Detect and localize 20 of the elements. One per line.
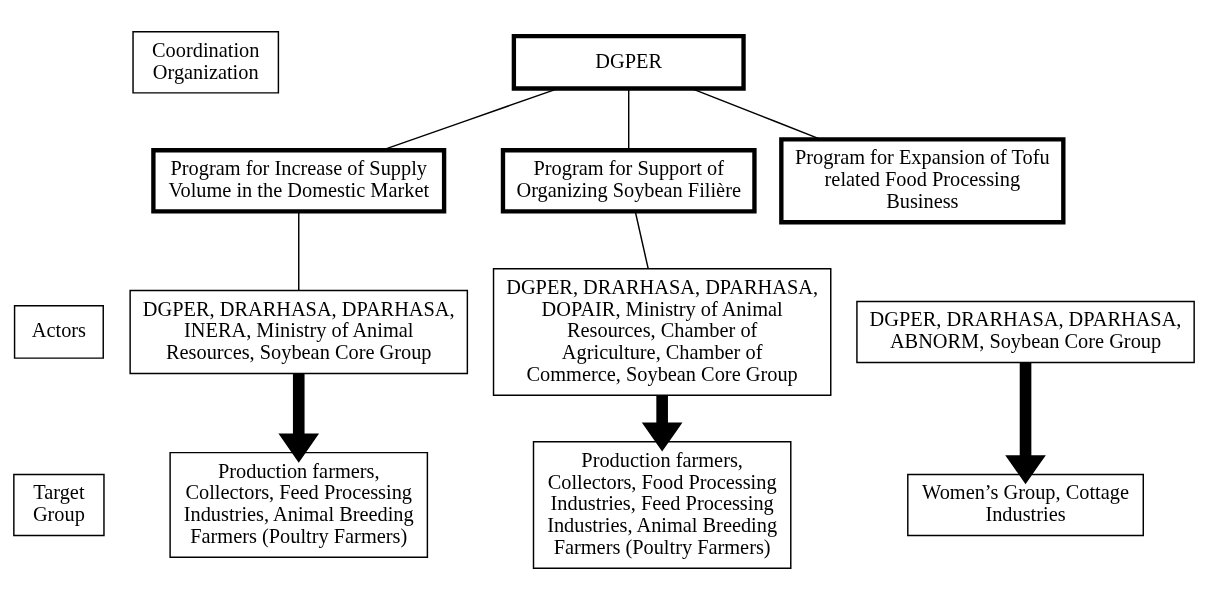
node-box: Production farmers, Collectors, Food Processing Industries, Feed Processing Industries, Animal Breeding Farmers (Poultry Farmers) bbox=[532, 440, 792, 569]
node-box: Actors bbox=[13, 304, 104, 359]
node-box: Women’s Group, Cottage Industries bbox=[907, 473, 1144, 536]
node-box: DGPER, DRARHASA, DPARHASA, DOPAIR, Ministry of Animal Resources, Chamber of Agriculture, Chamber of Commerce, Soybean Core Group bbox=[492, 267, 832, 396]
connector bbox=[690, 87, 822, 140]
node-box: Coordination Organization bbox=[132, 30, 280, 94]
connector bbox=[628, 87, 630, 151]
node-box: Target Group bbox=[13, 473, 105, 536]
node-box: DGPER, DRARHASA, DPARHASA, ABNORM, Soybean Core Group bbox=[856, 300, 1195, 363]
node-box: Program for Expansion of Tofu related Food Processing Business bbox=[779, 136, 1066, 224]
connector bbox=[298, 210, 300, 291]
connector bbox=[634, 210, 649, 269]
node-box: Program for Increase of Supply Volume in the Domestic Market bbox=[151, 147, 447, 213]
arrow bbox=[641, 394, 683, 452]
arrow bbox=[1005, 362, 1046, 484]
node-box: DGPER bbox=[511, 33, 746, 91]
node-box: DGPER, DRARHASA, DPARHASA, INERA, Ministry of Animal Resources, Soybean Core Group bbox=[129, 289, 469, 374]
node-box: Production farmers, Collectors, Feed Processing Industries, Animal Breeding Farmers (Poultry Farmers) bbox=[169, 451, 429, 558]
arrow bbox=[278, 373, 320, 463]
node-box: Program for Support of Organizing Soybean Filière bbox=[500, 147, 757, 213]
